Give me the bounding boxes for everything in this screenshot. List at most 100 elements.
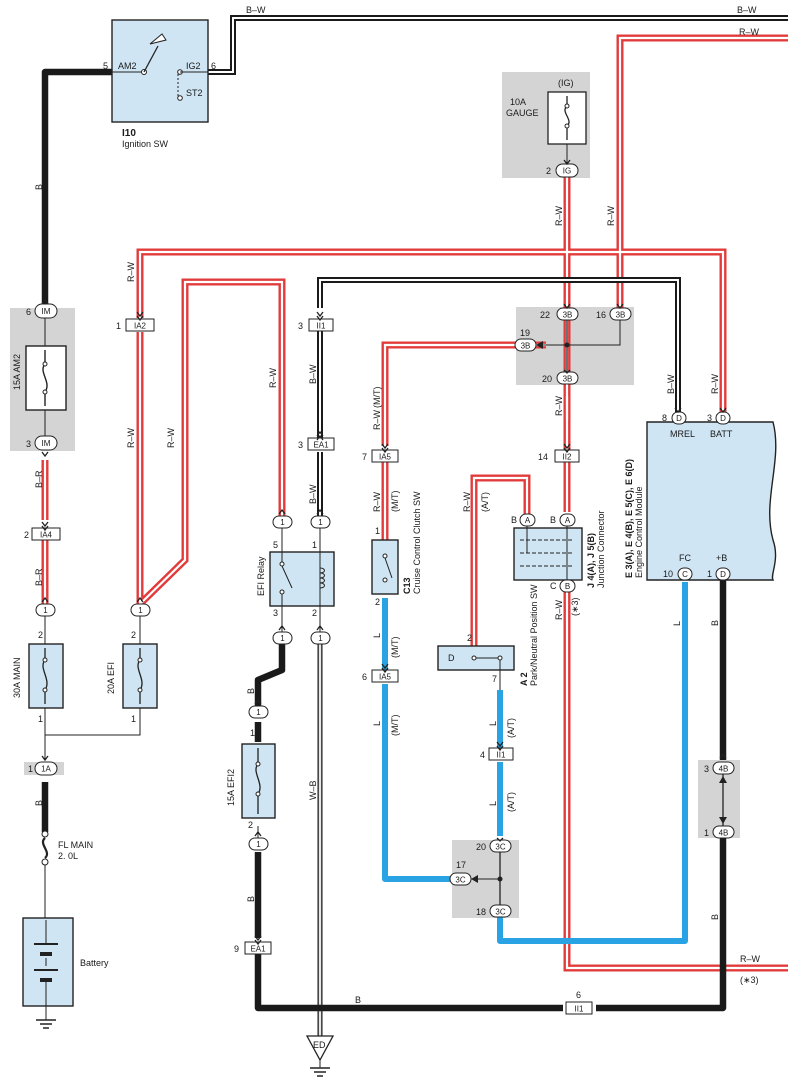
diagram-label: 19	[520, 328, 530, 338]
diagram-label: C13	[402, 577, 412, 594]
diagram-label: 3	[707, 413, 712, 423]
diagram-label: 3B	[563, 311, 573, 320]
diagram-label: IG	[563, 167, 571, 176]
diagram-label: (M/T)	[372, 387, 382, 409]
bw-wires	[208, 15, 788, 516]
diagram-label: 2	[38, 630, 43, 640]
diagram-label: (A/T)	[506, 718, 516, 738]
diagram-label: 1	[318, 634, 323, 643]
diagram-label: Engine Control Module	[634, 486, 644, 578]
diagram-label: D	[720, 570, 726, 579]
diagram-label: R–W	[554, 599, 564, 620]
diagram-label: 22	[540, 310, 550, 320]
diagram-label: 1A	[41, 765, 51, 774]
diagram-label: IM	[42, 307, 51, 316]
diagram-label: 15A AM2	[12, 354, 22, 390]
diagram-label: +B	[716, 553, 727, 563]
diagram-label: B	[246, 688, 256, 694]
diagram-label: 15A EFI2	[226, 769, 236, 806]
diagram-label: C	[550, 581, 557, 591]
diagram-label: D	[720, 414, 726, 423]
black-wires	[41, 68, 727, 1012]
diagram-label: R–W	[268, 367, 278, 388]
diagram-label: 2. 0L	[58, 851, 78, 861]
diagram-label: B	[511, 515, 517, 525]
diagram-label: 16	[596, 310, 606, 320]
diagram-label: 14	[538, 452, 548, 462]
diagram-label: ST2	[186, 88, 203, 98]
chevron-markers	[41, 159, 727, 946]
diagram-label: B	[565, 582, 570, 591]
diagram-label: B–W	[308, 364, 318, 384]
diagram-label: EA1	[313, 441, 329, 450]
diagram-label: Ignition SW	[122, 139, 169, 149]
diagram-label: FL MAIN	[58, 840, 93, 850]
red-wires	[41, 34, 788, 972]
diagram-label: (M/T)	[390, 715, 400, 737]
diagram-label: 2	[248, 820, 253, 830]
diagram-label: IA5	[379, 453, 392, 462]
diagram-label: R–W	[166, 427, 176, 448]
diagram-label: 2	[467, 633, 472, 643]
diagram-label: 1	[704, 828, 709, 838]
diagram-label: R–W	[606, 205, 616, 226]
park-neutral-switch: D 2 7 A 2 Park/Neutral Position SW	[437, 584, 539, 690]
diagram-label: 3	[704, 764, 709, 774]
diagram-label: B–R	[34, 568, 44, 586]
diagram-label: A	[565, 516, 571, 525]
diagram-label: 1	[28, 764, 33, 774]
diagram-label: 1	[256, 840, 261, 849]
diagram-label: L	[372, 721, 382, 726]
diagram-label: 7	[362, 452, 367, 462]
efi-relay: 1 1 5 1 3 2 1 1 EFI Relay	[256, 515, 335, 645]
diagram-label: R–W	[126, 427, 136, 448]
bw-label-right: B–W	[737, 5, 757, 15]
diagram-label: R–W	[710, 373, 720, 394]
diagram-label: 20A EFI	[106, 662, 116, 694]
diagram-label: D	[676, 414, 682, 423]
diagram-label: 3	[26, 439, 31, 449]
diagram-label: (∗3)	[570, 597, 580, 616]
diagram-label: J 4(A), J 5(B)	[586, 533, 596, 588]
diagram-label: L	[488, 801, 498, 806]
diagram-label: 3C	[455, 876, 465, 885]
efi2-fuse: 1 1 2 1 15A EFI2	[226, 705, 276, 851]
diagram-label: EFI Relay	[256, 556, 266, 596]
diagram-label: II1	[497, 751, 506, 760]
diagram-label: 6	[26, 307, 31, 317]
junction-3b: 3B 22 3B 16 3B 19 3B 20	[514, 307, 632, 385]
diagram-label: 3	[273, 608, 278, 618]
diagram-label: (M/T)	[390, 491, 400, 513]
diagram-label: 6	[211, 61, 216, 71]
diagram-label: B	[246, 896, 256, 902]
diagram-label: 17	[456, 860, 466, 870]
diagram-label: 2	[312, 608, 317, 618]
diagram-label: R–W	[126, 261, 136, 282]
diagram-label: 1	[43, 606, 48, 615]
diagram-label: 1	[312, 540, 317, 550]
diagram-label: E 3(A), E 4(B), E 5(C), E 6(D)	[624, 459, 634, 578]
diagram-label: 20	[542, 374, 552, 384]
engine-control-module: D 8 D 3 MREL BATT FC +B C 10 D 1 E 3(A),…	[624, 411, 777, 581]
diagram-label: 3B	[616, 311, 626, 320]
diagram-label: IM	[42, 439, 51, 448]
diagram-label: 4B	[719, 765, 729, 774]
diagram-label: L	[372, 633, 382, 638]
diagram-label: 1	[375, 526, 380, 536]
diagram-label: 3	[298, 321, 303, 331]
diagram-label: 20	[476, 842, 486, 852]
diagram-label: AM2	[118, 61, 137, 71]
diagram-label: 3C	[495, 843, 505, 852]
diagram-label: 18	[476, 907, 486, 917]
diagram-label: 5	[103, 61, 108, 71]
diagram-label: Battery	[80, 958, 109, 968]
diagram-label: (A/T)	[480, 492, 490, 512]
diagram-label: I10	[122, 128, 136, 139]
diagram-label: (∗3)	[740, 975, 759, 985]
diagram-label: (A/T)	[506, 792, 516, 812]
diagram-label: 10A	[510, 97, 526, 107]
diagram-label: B	[355, 995, 361, 1005]
ignition-switch: AM2 IG2 ST2 5 6 I10 Ignition SW	[103, 19, 216, 149]
diagram-label: 2	[24, 530, 29, 540]
